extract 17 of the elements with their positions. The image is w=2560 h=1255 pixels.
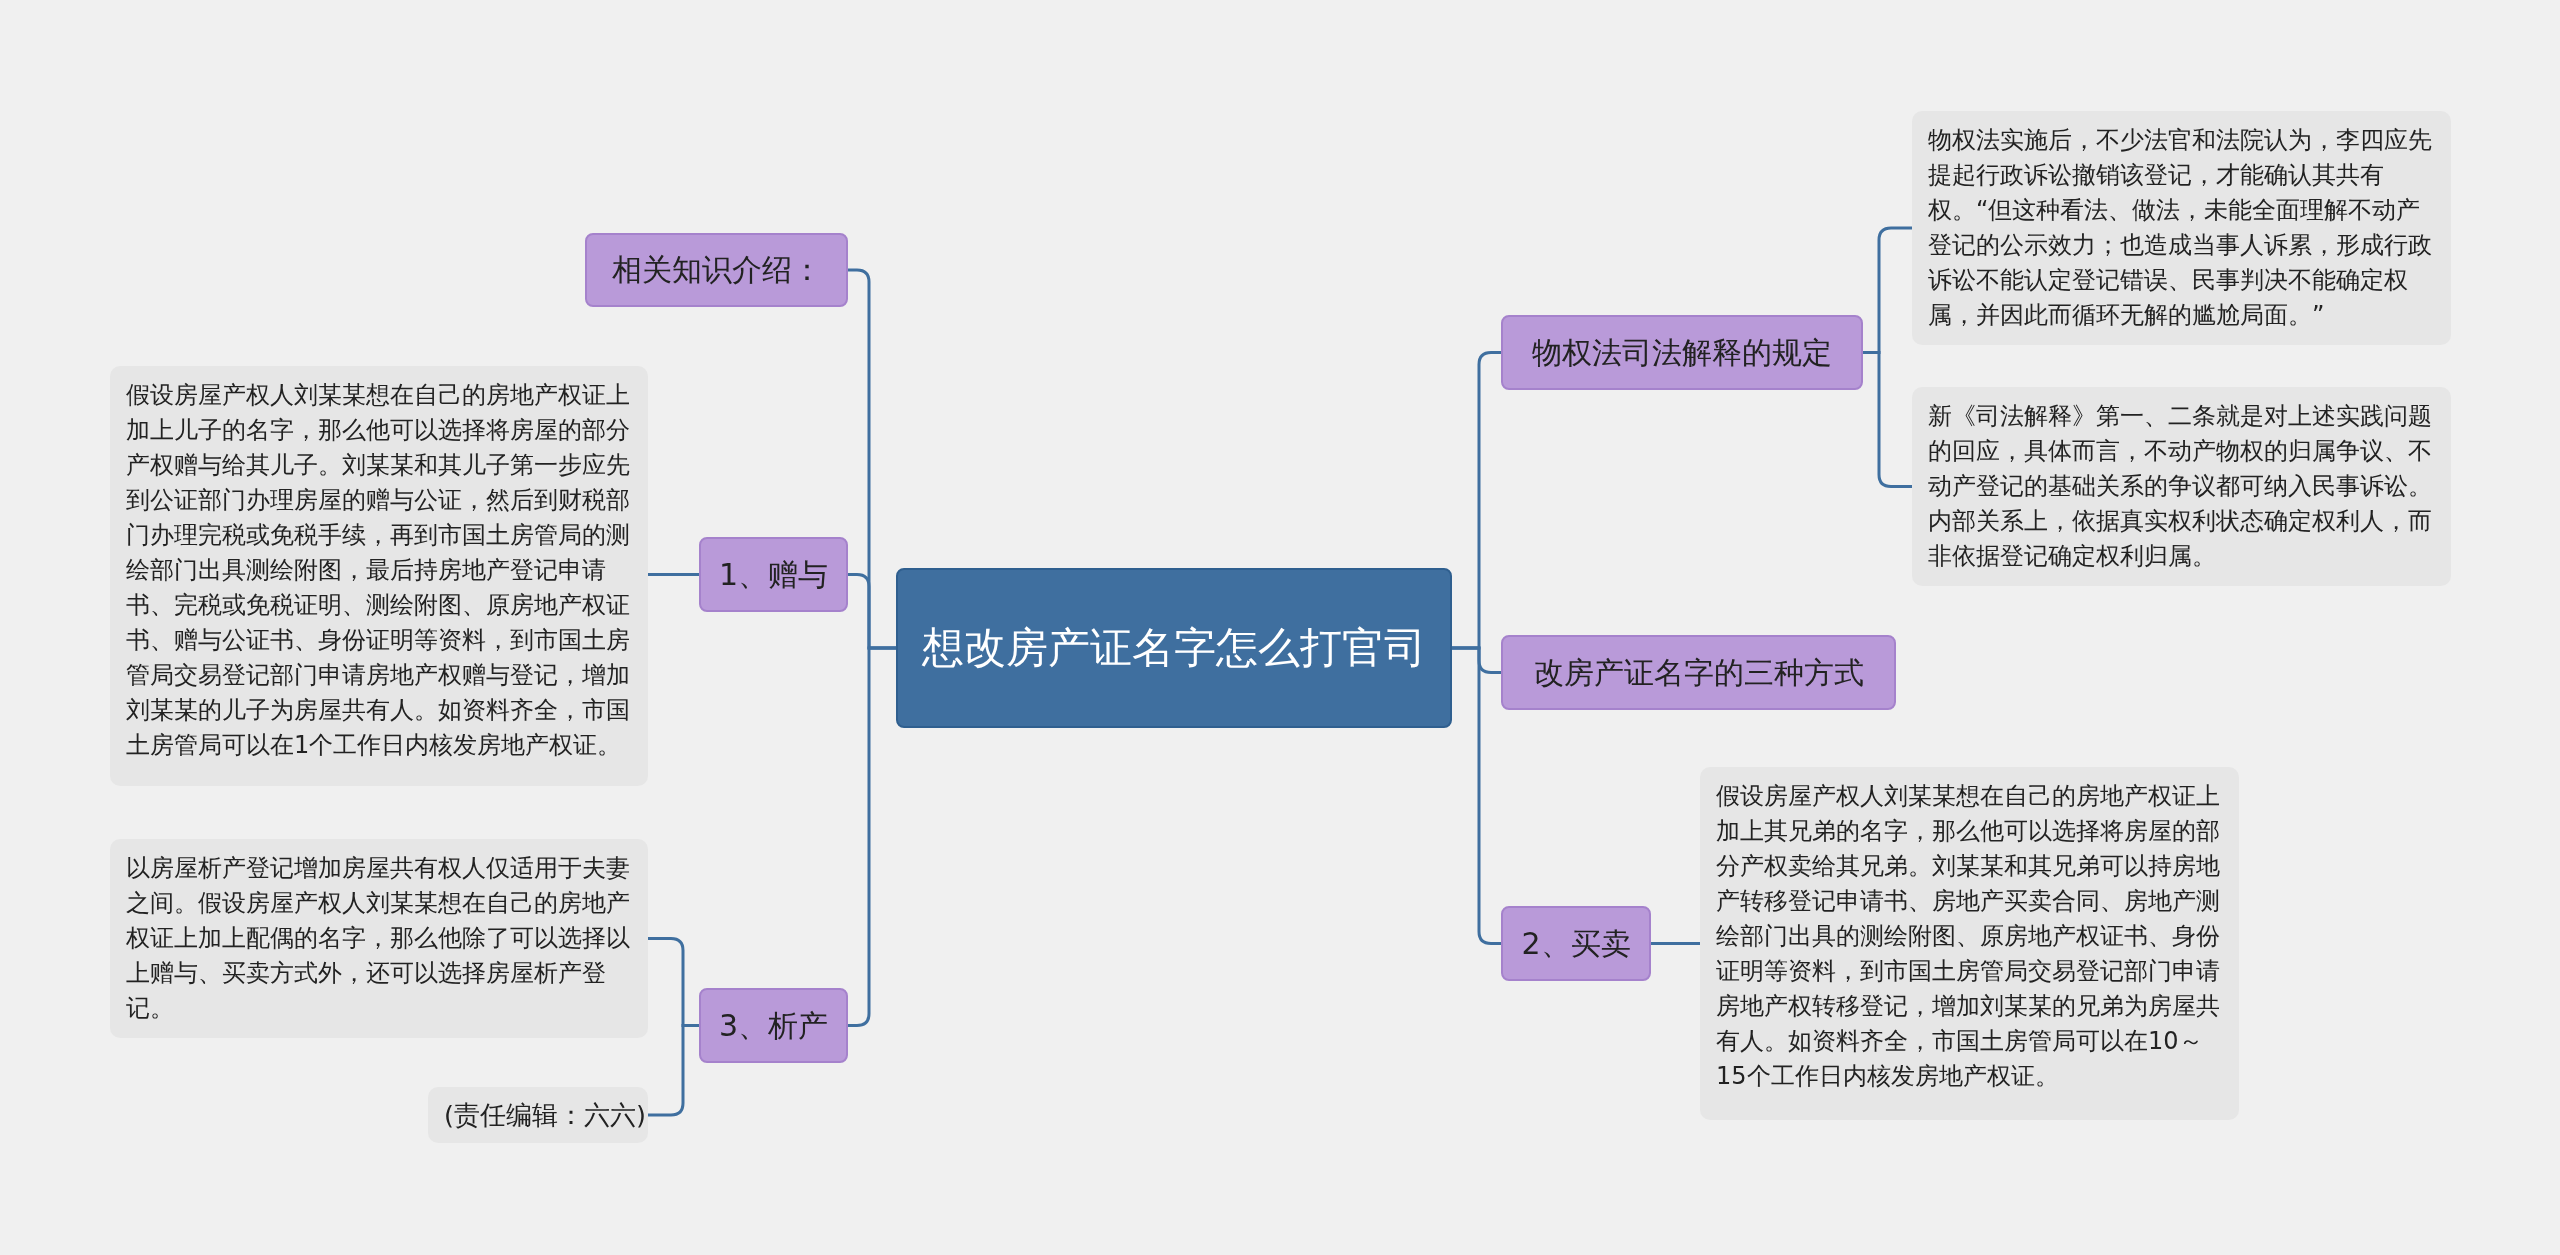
connector-line [648, 573, 699, 576]
text-card: 假设房屋产权人刘某某想在自己的房地产权证上加上儿子的名字，那么他可以选择将房屋的部分产权赠与给其儿子。刘某某和其儿子第一步应先到公证部门办理房屋的赠与公证，然后到财税部门办理完税或免税手续，再到市国土房管局的测绘部门出具测绘附图，最后持房地产登记申请书、完税或免税证明、测绘附图、原房地产权证书、赠与公证书、身份证明等资料，到市国土房管局交易登记部门申请房地产权赠与登记，增加刘某某的儿子为房屋共有人。如资料齐全，市国土房管局可以在1个工作日内核发房地产权证。 [110, 366, 648, 786]
topic-box: 1、赠与 [699, 537, 848, 612]
connector-line [848, 646, 896, 1027]
topic-box: 物权法司法解释的规定 [1501, 315, 1863, 390]
text-card: (责任编辑：六六) [428, 1087, 648, 1143]
text-card: 假设房屋产权人刘某某想在自己的房地产权证上加上其兄弟的名字，那么他可以选择将房屋的部分产权卖给其兄弟。刘某某和其兄弟可以持房地产转移登记申请书、房地产买卖合同、房地产测绘部门出具的测绘附图、原房地产权证书、身份证明等资料，到市国土房管局交易登记部门申请房地产权转移登记，增加刘某某的兄弟为房屋共有人。如资料齐全，市国土房管局可以在10～15个工作日内核发房地产权证。 [1700, 767, 2239, 1120]
text-card: 物权法实施后，不少法官和法院认为，李四应先提起行政诉讼撤销该登记，才能确认其共有权。“但这种看法、做法，未能全面理解不动产登记的公示效力；也造成当事人诉累，形成行政诉讼不能认定登记错误、民事判决不能确定权属，并因此而循环无解的尴尬局面。” [1912, 111, 2451, 345]
text-card: 新《司法解释》第一、二条就是对上述实践问题的回应，具体而言，不动产物权的归属争议、不动产登记的基础关系的争议都可纳入民事诉讼。内部关系上，依据真实权利状态确定权利人，而非依据登记确定权利归属。 [1912, 387, 2451, 586]
topic-box: 3、析产 [699, 988, 848, 1063]
topic-box: 改房产证名字的三种方式 [1501, 635, 1896, 710]
central-topic-box: 想改房产证名字怎么打官司 [896, 568, 1452, 728]
connector-line [1452, 646, 1501, 945]
topic-box: 相关知识介绍： [585, 233, 848, 307]
text-card: 以房屋析产登记增加房屋共有权人仅适用于夫妻之间。假设房屋产权人刘某某想在自己的房地产权证上加上配偶的名字，那么他除了可以选择以上赠与、买卖方式外，还可以选择房屋析产登记。 [110, 839, 648, 1038]
connector-line [1651, 942, 1700, 945]
topic-box: 2、买卖 [1501, 906, 1651, 981]
